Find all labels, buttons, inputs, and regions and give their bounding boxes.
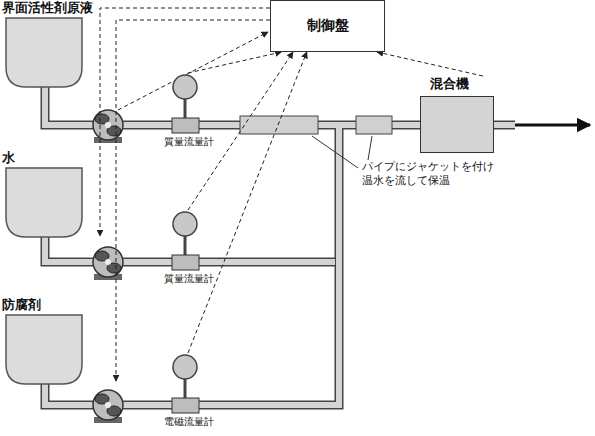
tank-label: 防腐剤 [2, 297, 98, 313]
control-panel: 制御盤 [270, 0, 385, 52]
flow-meter: 質量流量計 [160, 210, 216, 288]
tank-label: 界面活性剤原液 [2, 0, 98, 16]
signal-connector [188, 52, 282, 73]
panel-label: 制御盤 [307, 17, 349, 35]
storage-tank: 界面活性剤原液 [2, 0, 98, 90]
signal-line [100, 8, 270, 381]
flow-meter-symbol [160, 73, 216, 135]
signal-connector [188, 52, 293, 210]
mixer: 混合機 [420, 76, 494, 152]
flow-meter-symbol [160, 210, 216, 272]
mixer-label: 混合機 [430, 76, 494, 92]
callout-note: パイプにジャケットを付け 温水を流して保温 [362, 160, 502, 188]
signal-connector [188, 52, 307, 353]
meter-label: 電磁流量計 [164, 416, 214, 428]
meter-label: 質量流量計 [164, 273, 214, 285]
storage-tank: 水 [2, 150, 98, 240]
storage-tank: 防腐剤 [2, 297, 98, 387]
flow-meter-symbol [160, 353, 216, 415]
tank-shape [2, 167, 86, 239]
mixer-body [420, 96, 494, 153]
output-arrow [515, 124, 590, 127]
pipe-jacket [240, 116, 318, 134]
tank-label: 水 [2, 150, 98, 166]
rotary-pump [93, 110, 123, 423]
meter-label: 質量流量計 [164, 136, 214, 148]
signal-connector [377, 52, 483, 76]
flow-meter: 電磁流量計 [160, 353, 216, 431]
tank-shape [2, 314, 86, 386]
pipe-jacket [356, 116, 392, 134]
tank-shape [2, 17, 86, 89]
flow-meter: 質量流量計 [160, 73, 216, 151]
